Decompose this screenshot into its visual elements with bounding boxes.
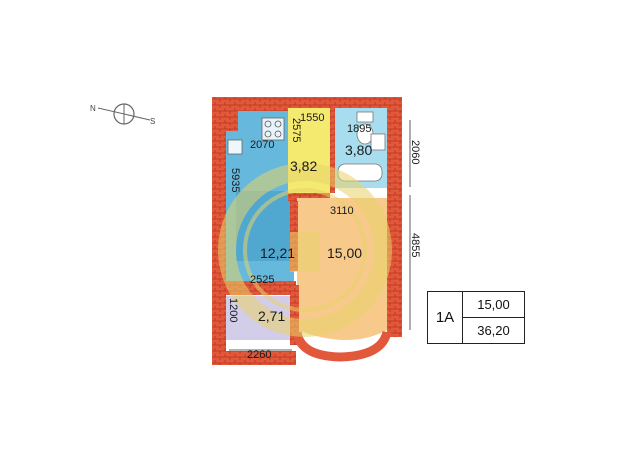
total-area-value: 36,20 (477, 323, 510, 338)
dim-living-height: 4855 (409, 233, 421, 257)
bay-window (292, 330, 392, 362)
compass-south-label: S (150, 117, 155, 126)
balcony-area: 2,71 (258, 308, 285, 324)
apartment-type: 1А (428, 292, 463, 343)
compass-icon: N S (90, 103, 155, 126)
compass-north-label: N (90, 104, 96, 113)
living-room-area: 15,00 (327, 245, 362, 261)
kitchen-living-area: 12,21 (260, 245, 295, 261)
wall-segment (330, 108, 335, 193)
exterior-walls (212, 97, 402, 365)
dim-kitchen-bottom: 2525 (250, 274, 274, 286)
wall-segment (288, 193, 330, 201)
sink-icon (227, 139, 243, 155)
stove-icon (261, 117, 285, 141)
washbasin-icon (370, 133, 386, 151)
dim-bath-width: 1895 (347, 123, 371, 135)
watermark-seal (218, 163, 392, 337)
dim-hall-depth: 2575 (290, 118, 302, 142)
living-area-value: 15,00 (463, 292, 524, 318)
wall-segment (226, 111, 238, 131)
dim-bath-height: 2060 (409, 140, 421, 164)
dim-balcony-depth: 1200 (227, 298, 239, 322)
area-summary-box: 1А 15,00 36,20 (427, 291, 525, 344)
dim-living-top: 3110 (330, 205, 354, 217)
dimension-lines (229, 120, 411, 351)
dim-hall-width: 1550 (300, 112, 324, 124)
dim-kitchen-top: 2070 (250, 139, 274, 151)
dim-kitchen-length: 5935 (229, 168, 241, 192)
hallway-area: 3,82 (290, 158, 317, 174)
wall-segment (290, 285, 299, 345)
bathroom-area: 3,80 (345, 142, 372, 158)
dim-balcony-width: 2260 (247, 349, 271, 361)
